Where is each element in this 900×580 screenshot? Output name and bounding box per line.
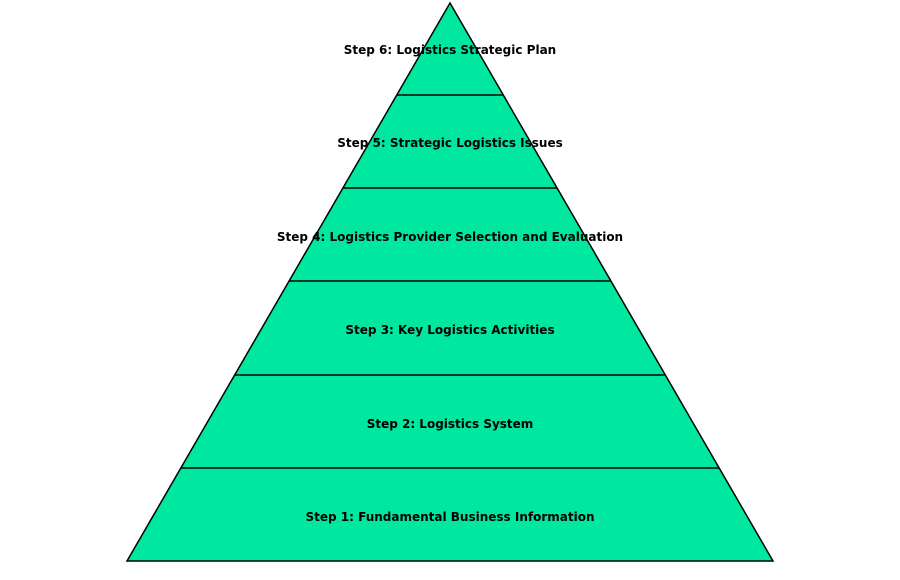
step-5-label: Step 5: Strategic Logistics Issues bbox=[337, 136, 563, 150]
step-4-label: Step 4: Logistics Provider Selection and… bbox=[276, 230, 624, 244]
step-3-label: Step 3: Key Logistics Activities bbox=[345, 323, 555, 337]
step-6-label: Step 6: Logistics Strategic Plan bbox=[343, 43, 557, 57]
step-1-label: Step 1: Fundamental Business Information bbox=[305, 510, 595, 524]
step-2-label: Step 2: Logistics System bbox=[366, 417, 534, 431]
pyramid-triangle bbox=[125, 1, 775, 562]
